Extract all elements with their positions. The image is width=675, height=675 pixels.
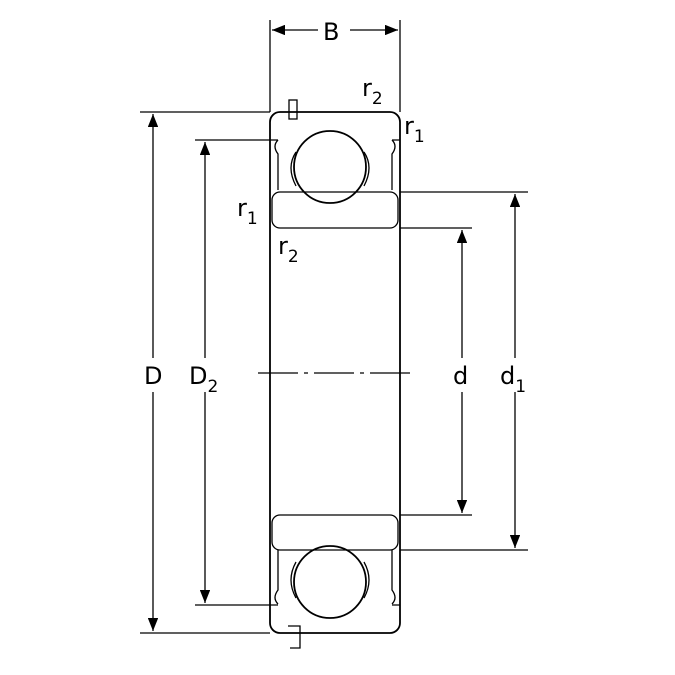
top-section	[270, 99, 400, 229]
label-d1: d1	[500, 362, 526, 397]
label-d: d	[453, 362, 468, 390]
extension-lines	[140, 111, 528, 634]
label-B: B	[323, 18, 339, 46]
label-r1-left: r1	[237, 194, 258, 229]
label-r1-top: r1	[404, 112, 425, 147]
bottom-section	[270, 514, 400, 649]
label-r2-left: r2	[278, 232, 299, 267]
label-D2: D2	[189, 362, 218, 397]
label-D: D	[144, 362, 162, 390]
seal-marker-top	[288, 99, 298, 120]
seal-marker-bottom	[288, 625, 301, 649]
label-r2-top: r2	[362, 74, 383, 109]
ball-top	[293, 130, 367, 204]
ball-bottom	[293, 545, 367, 619]
